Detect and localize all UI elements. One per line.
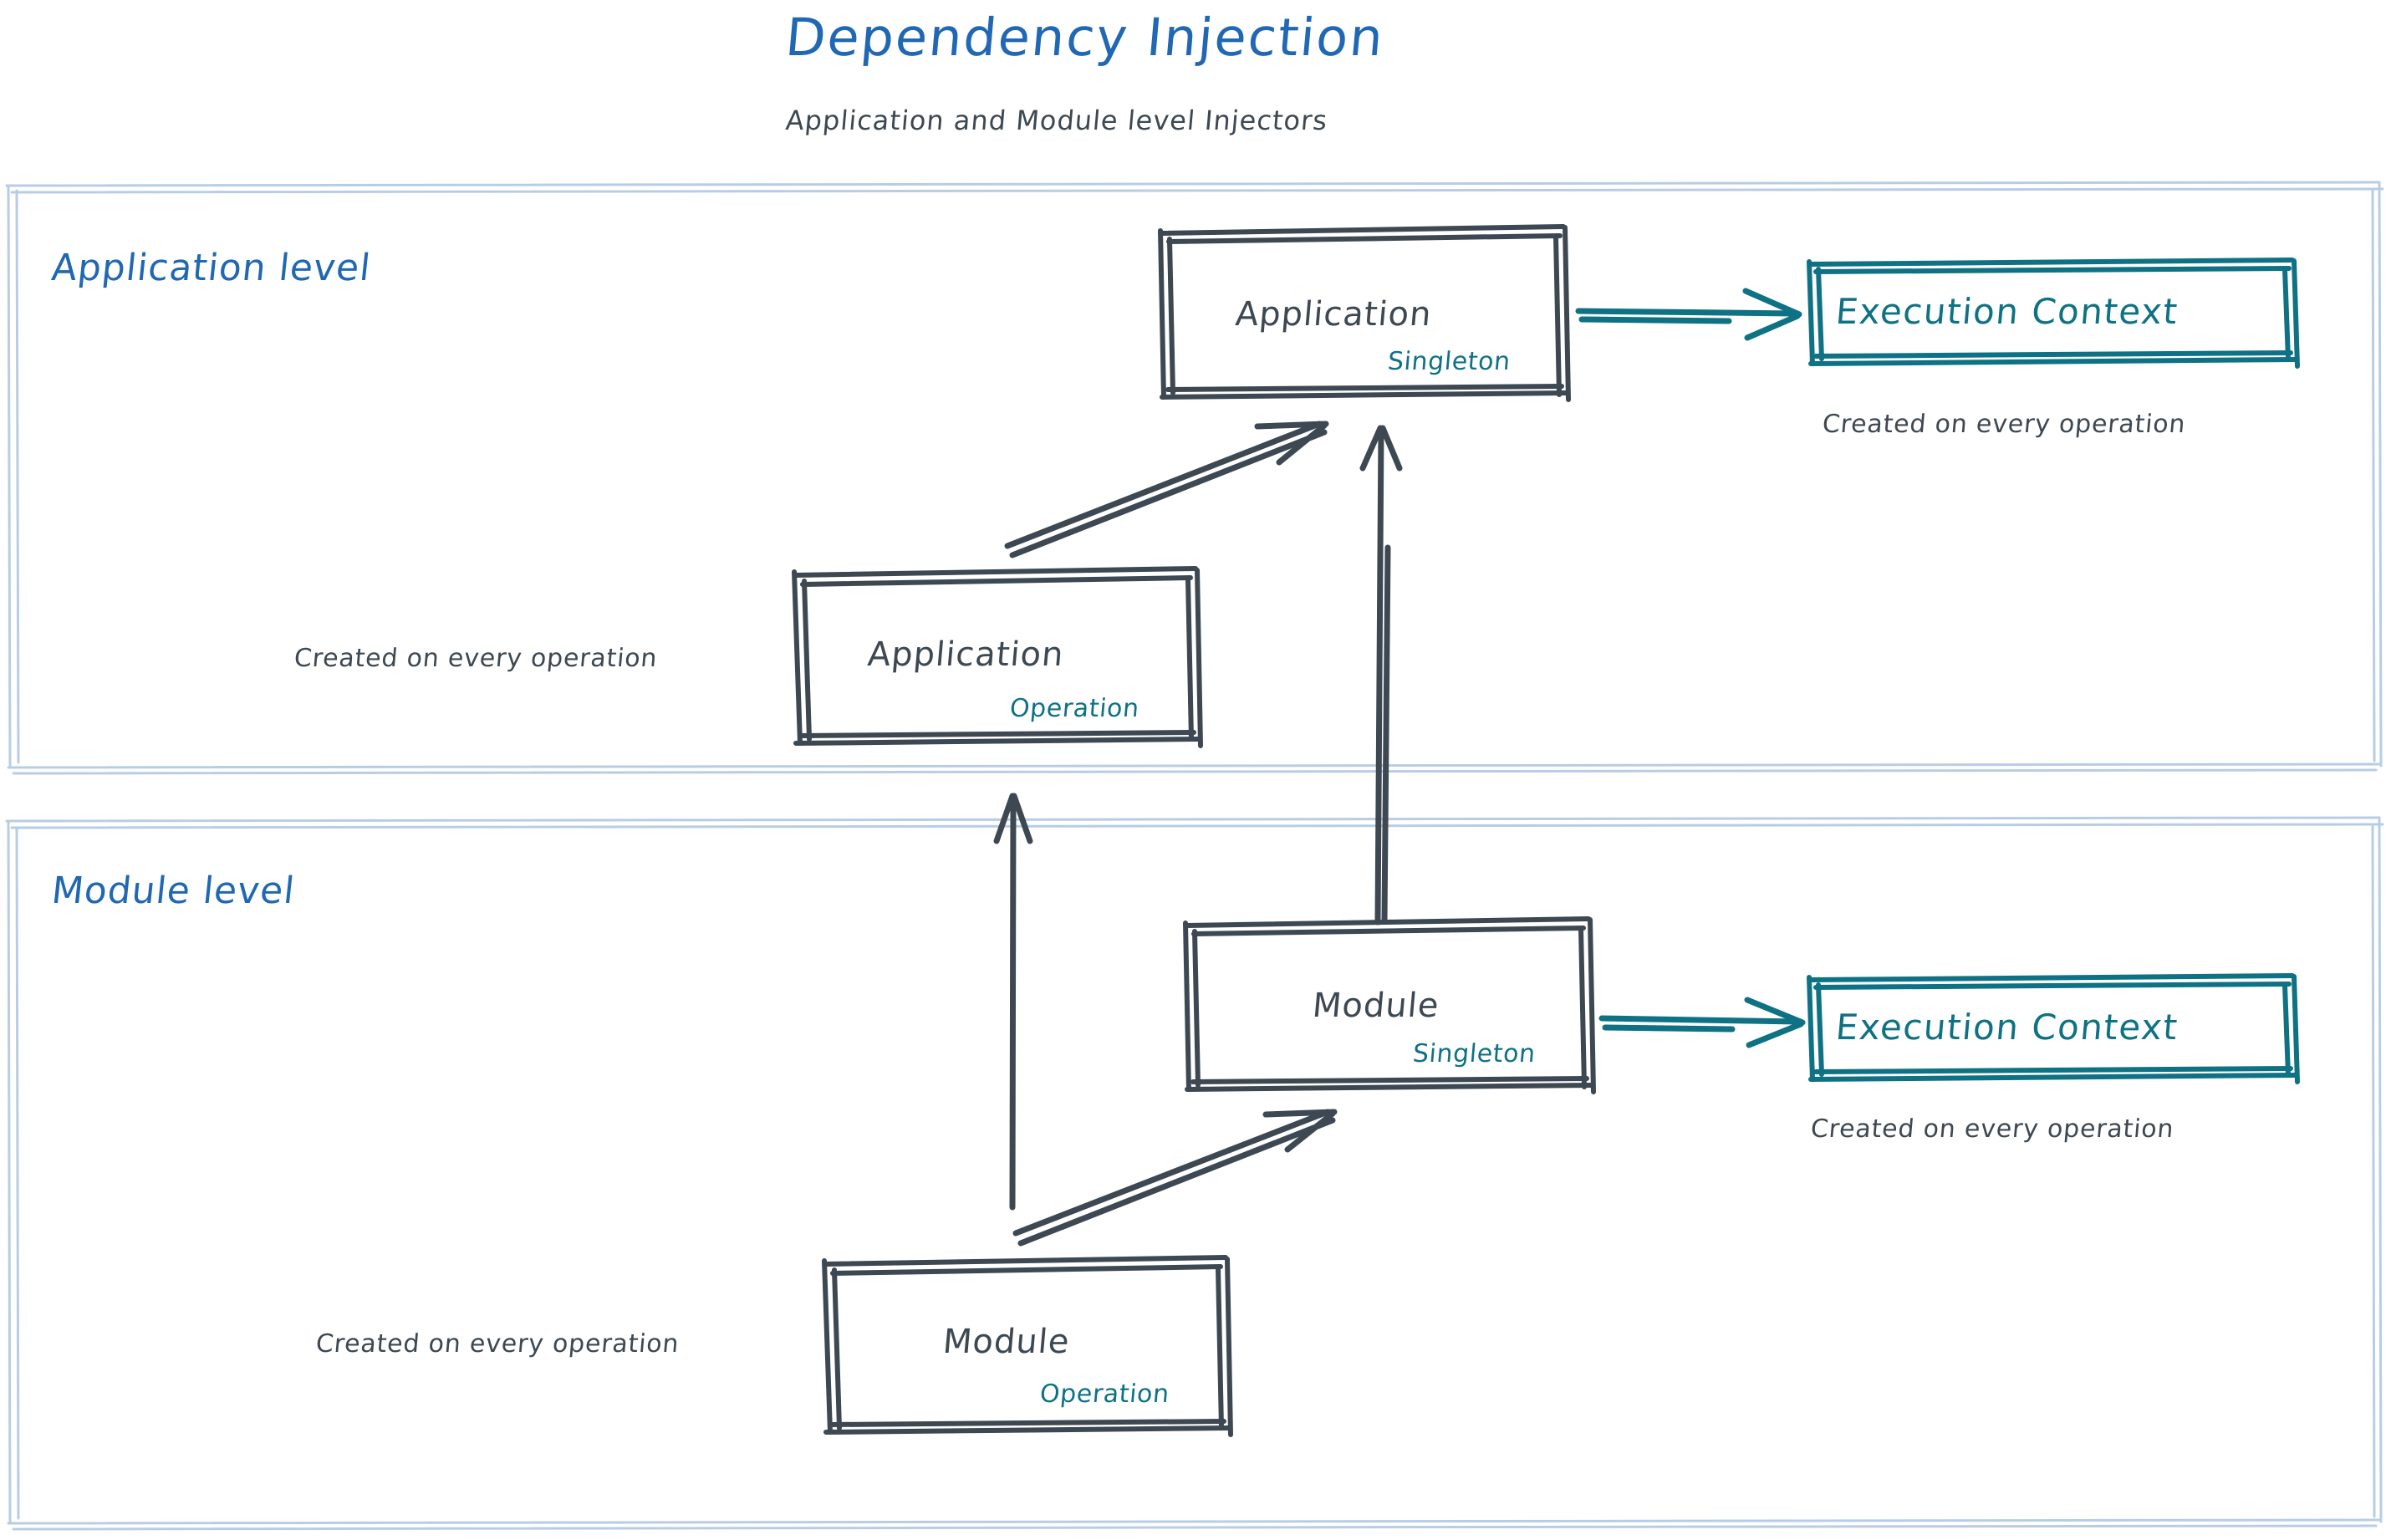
arrow-module-to-execution-context — [1598, 997, 1806, 1048]
node-module-singleton-title[interactable]: Module — [1310, 987, 1441, 1025]
arrow-module-singleton-to-app-singleton — [1359, 425, 1403, 926]
node-app-operation-title[interactable]: Application — [865, 635, 1066, 674]
module-level-container — [5, 816, 2384, 1531]
node-module-operation-title[interactable]: Module — [941, 1323, 1072, 1361]
note-module-operation: Created on every operation — [314, 1329, 681, 1359]
page-title: Dependency Injection — [783, 7, 1387, 68]
arrow-app-to-execution-context — [1575, 288, 1802, 341]
node-app-execution-context-title[interactable]: Execution Context — [1833, 291, 2180, 332]
note-app-operation: Created on every operation — [293, 644, 659, 673]
node-app-singleton-scope: Singleton — [1386, 347, 1512, 376]
group-label-application-level: Application level — [49, 247, 374, 289]
arrow-module-operation-to-module-singleton — [1012, 1109, 1338, 1247]
node-module-execution-context-title[interactable]: Execution Context — [1833, 1007, 2180, 1048]
node-module-operation-scope: Operation — [1038, 1379, 1171, 1409]
arrow-module-operation-to-application-level — [993, 793, 1033, 1211]
node-module-singleton-scope: Singleton — [1411, 1039, 1537, 1068]
note-module-execution-context: Created on every operation — [1809, 1114, 2175, 1144]
node-app-operation-scope: Operation — [1008, 694, 1141, 723]
group-label-module-level: Module level — [49, 869, 298, 912]
page-subtitle: Application and Module level Injectors — [784, 105, 1329, 136]
note-app-execution-context: Created on every operation — [1821, 410, 2187, 439]
arrow-app-operation-to-app-singleton — [1004, 421, 1329, 558]
node-app-singleton-title[interactable]: Application — [1233, 295, 1434, 334]
